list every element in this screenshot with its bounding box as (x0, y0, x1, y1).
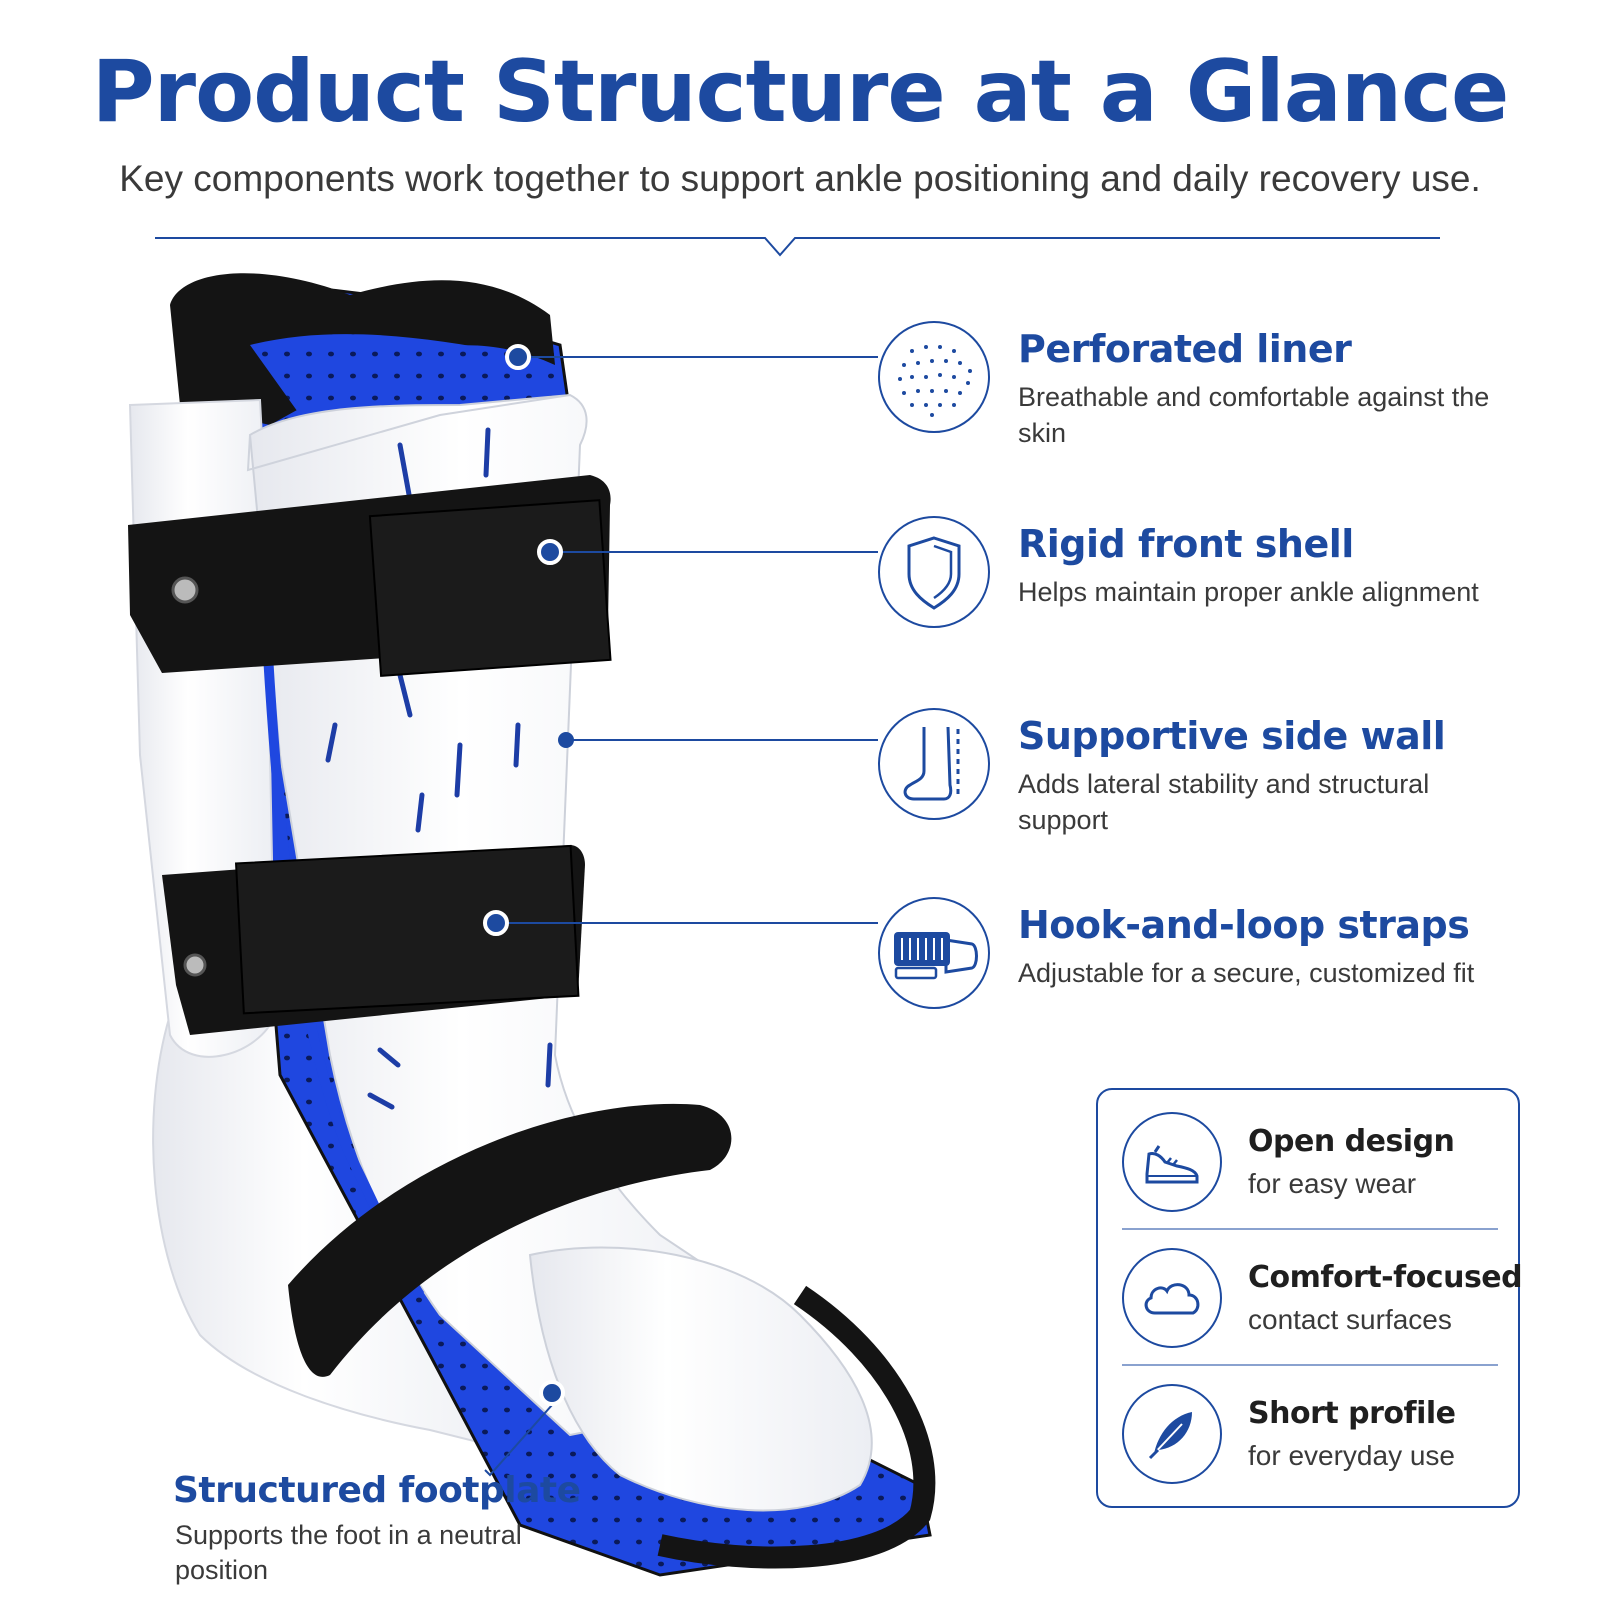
feature-description: Helps maintain proper ankle alignment (1018, 577, 1479, 607)
benefit-divider (1122, 1228, 1498, 1230)
benefit-subtitle: for easy wear (1248, 1168, 1417, 1199)
feature-name: Hook-and-loop straps (1018, 903, 1470, 947)
footplate-name: Structured footplate (173, 1470, 581, 1511)
benefit-subtitle: for everyday use (1248, 1440, 1455, 1471)
feature-rigid-front-shell: Rigid front shell Helps maintain proper … (878, 516, 1518, 636)
ankle-brace-illustration (128, 273, 936, 1577)
cloud-icon (1122, 1248, 1222, 1348)
footplate-description: Supports the foot in a neutral position (175, 1520, 522, 1585)
benefit-open-design: Open design for easy wear (1118, 1102, 1502, 1222)
benefits-panel: Open design for easy wear Comfort-focuse… (1096, 1088, 1523, 1508)
foot-outline-icon (878, 708, 990, 820)
callout-markers (483, 344, 574, 1406)
benefit-short-profile: Short profile for everyday use (1118, 1374, 1502, 1494)
feature-description: Adjustable for a secure, customized fit (1018, 958, 1475, 988)
benefit-title: Short profile (1248, 1396, 1456, 1431)
feature-description: Adds lateral stability and structural su… (1018, 769, 1430, 835)
feather-icon (1122, 1384, 1222, 1484)
feature-supportive-side-wall: Supportive side wall Adds lateral stabil… (878, 708, 1518, 835)
feature-perforated-liner: Perforated liner Breathable and comforta… (878, 321, 1518, 448)
shield-icon (878, 516, 990, 628)
benefit-comfort-focused: Comfort-focused contact surfaces (1118, 1238, 1523, 1358)
strap-icon (878, 897, 990, 1009)
feature-name: Perforated liner (1018, 327, 1352, 371)
feature-name: Rigid front shell (1018, 522, 1354, 566)
benefit-divider (1122, 1364, 1498, 1366)
benefit-title: Open design (1248, 1124, 1455, 1159)
perforated-dots-icon (878, 321, 990, 433)
header-divider (155, 237, 1440, 257)
feature-name: Supportive side wall (1018, 714, 1446, 758)
benefit-subtitle: contact surfaces (1248, 1304, 1452, 1335)
shoe-icon (1122, 1112, 1222, 1212)
page-subtitle: Key components work together to support … (119, 158, 1481, 199)
benefit-title: Comfort-focused (1248, 1260, 1523, 1295)
feature-hook-and-loop-straps: Hook-and-loop straps Adjustable for a se… (878, 897, 1518, 1017)
page-title: Product Structure at a Glance (91, 42, 1510, 142)
feature-description: Breathable and comfortable against the s… (1018, 382, 1490, 448)
